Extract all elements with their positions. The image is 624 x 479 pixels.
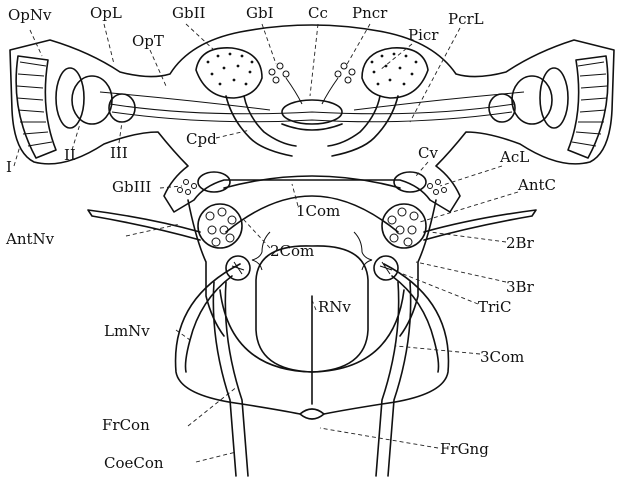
label-picr: Picr	[408, 28, 438, 43]
left-optic-ganglion-2	[72, 76, 112, 124]
label-ii: II	[64, 148, 76, 163]
gbi-cells	[269, 63, 355, 104]
label-2com: 2Com	[270, 244, 314, 259]
label-frcon: FrCon	[102, 418, 150, 433]
label-gbii: GbII	[172, 6, 205, 21]
label-gbiii: GbIII	[112, 180, 151, 195]
frontal-ganglion	[300, 409, 324, 419]
label-cv: Cv	[418, 146, 438, 161]
label-acl: AcL	[500, 150, 529, 165]
label-opl: OpL	[90, 6, 122, 21]
accessory-lobe-right	[394, 172, 426, 192]
label-coecon: CoeCon	[104, 456, 164, 471]
right-optic-ganglion-3	[489, 94, 515, 122]
label-cc: Cc	[308, 6, 328, 21]
tritocerebrum-fibers	[232, 262, 392, 274]
label-i: I	[6, 160, 12, 175]
label-opt: OpT	[132, 34, 164, 49]
label-3br: 3Br	[506, 280, 534, 295]
label-antc: AntC	[518, 178, 556, 193]
accessory-lobe-left	[198, 172, 230, 192]
label-gbi: GbI	[246, 6, 274, 21]
connective-right	[376, 282, 411, 476]
connective-left	[213, 282, 248, 476]
antennal-nerve-left	[88, 210, 200, 240]
label-lmnv: LmNv	[104, 324, 150, 339]
right-optic-ganglion-2	[512, 76, 552, 124]
label-frgng: FrGng	[440, 442, 489, 457]
label-rnv: RNv	[318, 300, 351, 315]
right-mushroom-calyx	[362, 48, 428, 98]
left-mushroom-calyx	[196, 48, 262, 98]
label-1com: 1Com	[296, 204, 340, 219]
label-pncr: Pncr	[352, 6, 387, 21]
label-pcrl: PcrL	[448, 12, 484, 27]
gbiii-cells-right	[428, 180, 447, 195]
right-optic-ganglion-1	[540, 68, 568, 128]
label-2br: 2Br	[506, 236, 534, 251]
left-optic-ganglion-3	[109, 94, 135, 122]
central-body-lower	[282, 124, 342, 130]
leader-lines	[14, 24, 518, 462]
first-commissure	[224, 176, 400, 188]
label-cpd: Cpd	[186, 132, 217, 147]
gbiii-cells-left	[178, 180, 197, 195]
label-3com: 3Com	[480, 350, 524, 365]
label-iii: III	[110, 146, 128, 161]
label-opnv: OpNv	[8, 8, 52, 23]
left-optic-ganglion-1	[56, 68, 84, 128]
optic-tracts	[100, 92, 524, 122]
label-tric: TriC	[478, 300, 511, 315]
label-antnv: AntNv	[6, 232, 54, 247]
